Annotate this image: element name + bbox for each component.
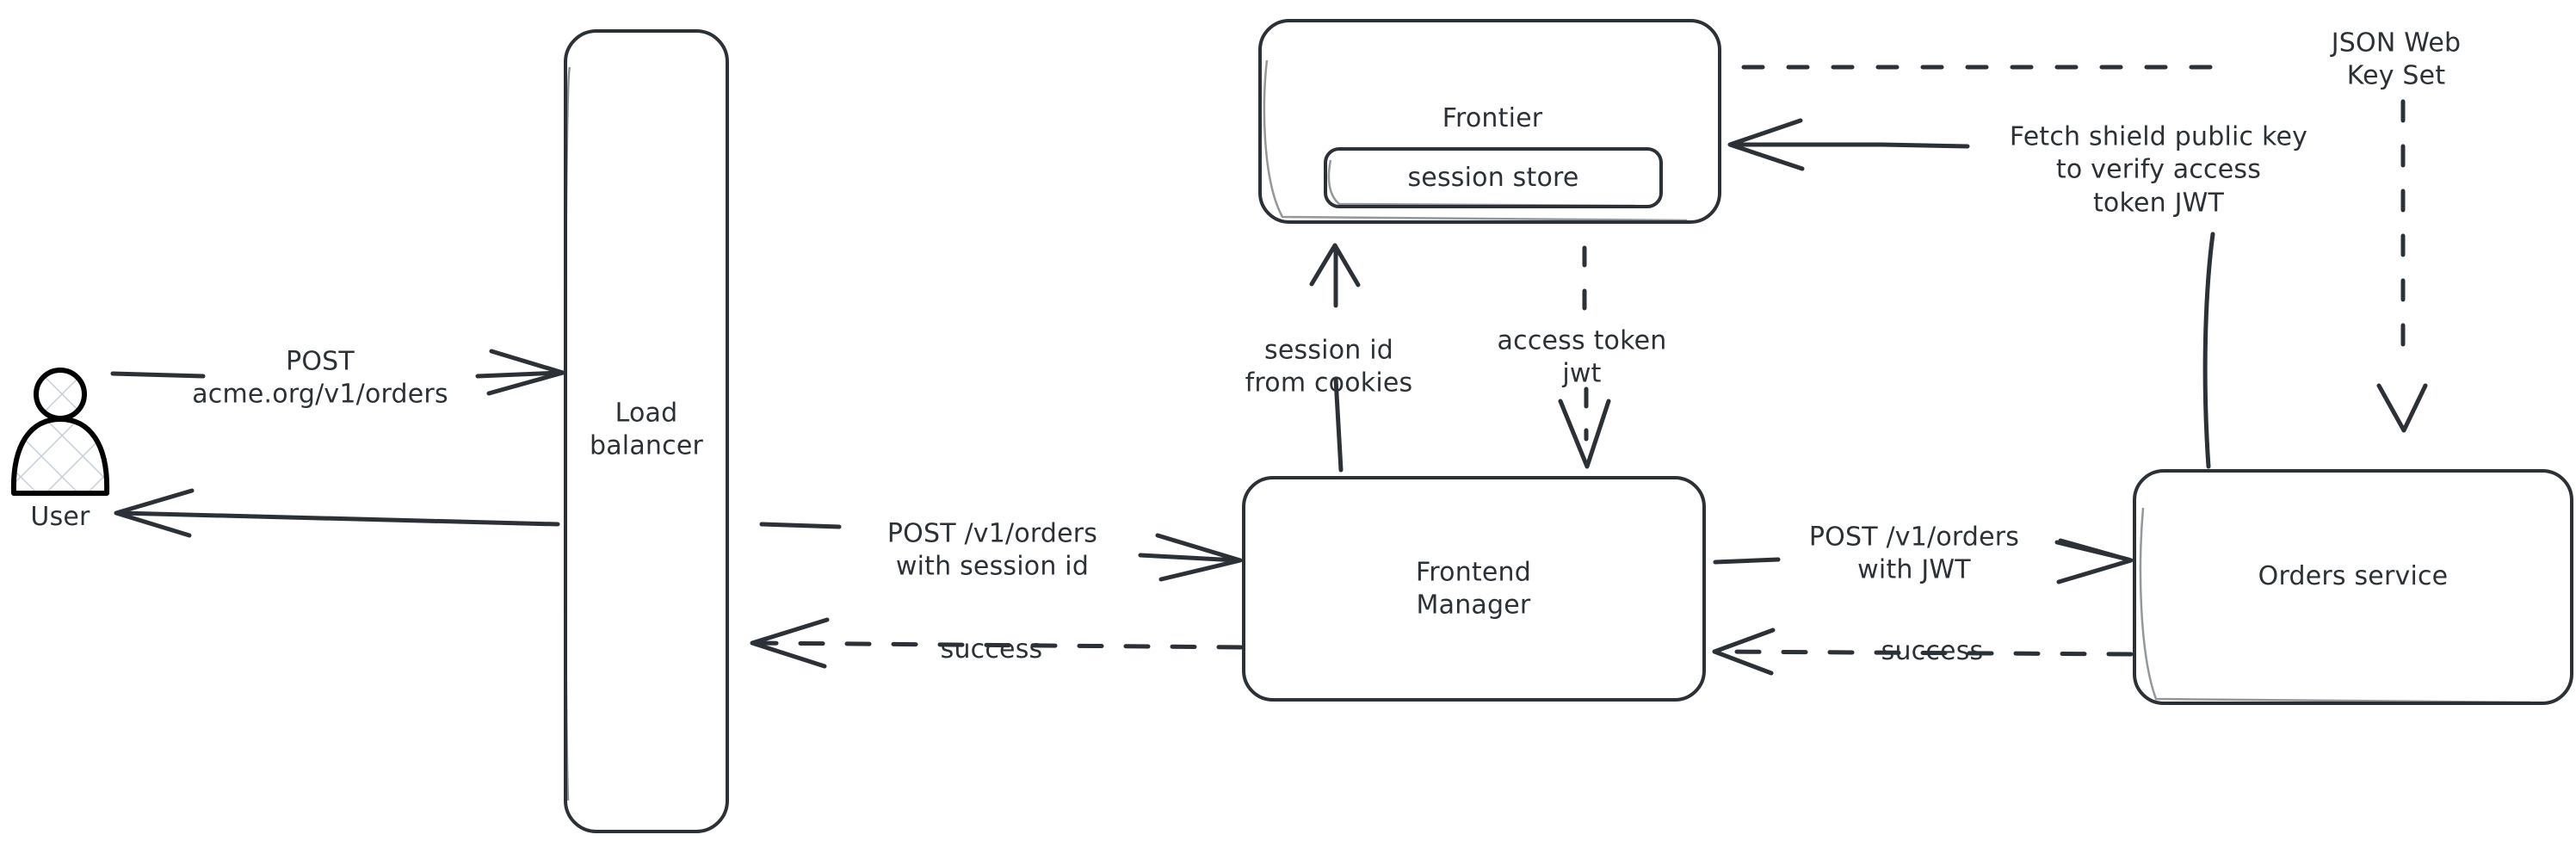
node-frontend-manager[interactable]: [1242, 476, 1706, 702]
edge-frontier-to-fm-access-token: [1558, 245, 1611, 469]
edge-fm-to-lb-success: [750, 617, 1244, 669]
node-session-store[interactable]: [1324, 147, 1663, 208]
person-icon: [10, 368, 110, 496]
node-orders-service[interactable]: [2133, 469, 2573, 705]
edge-orders-to-fm-success: [1712, 628, 2134, 676]
edge-lb-to-user: [114, 488, 560, 538]
edge-frontier-to-orders-jwks: [1741, 65, 2428, 433]
edge-orders-to-frontier-fetch: [1727, 118, 2215, 469]
edge-fm-to-orders: [1713, 538, 2134, 584]
edge-fm-to-frontier-session-id: [1309, 243, 1361, 473]
edge-user-to-lb: [110, 349, 565, 396]
node-load-balancer[interactable]: [564, 29, 729, 833]
edge-lb-to-frontend-manager: [759, 522, 1243, 582]
